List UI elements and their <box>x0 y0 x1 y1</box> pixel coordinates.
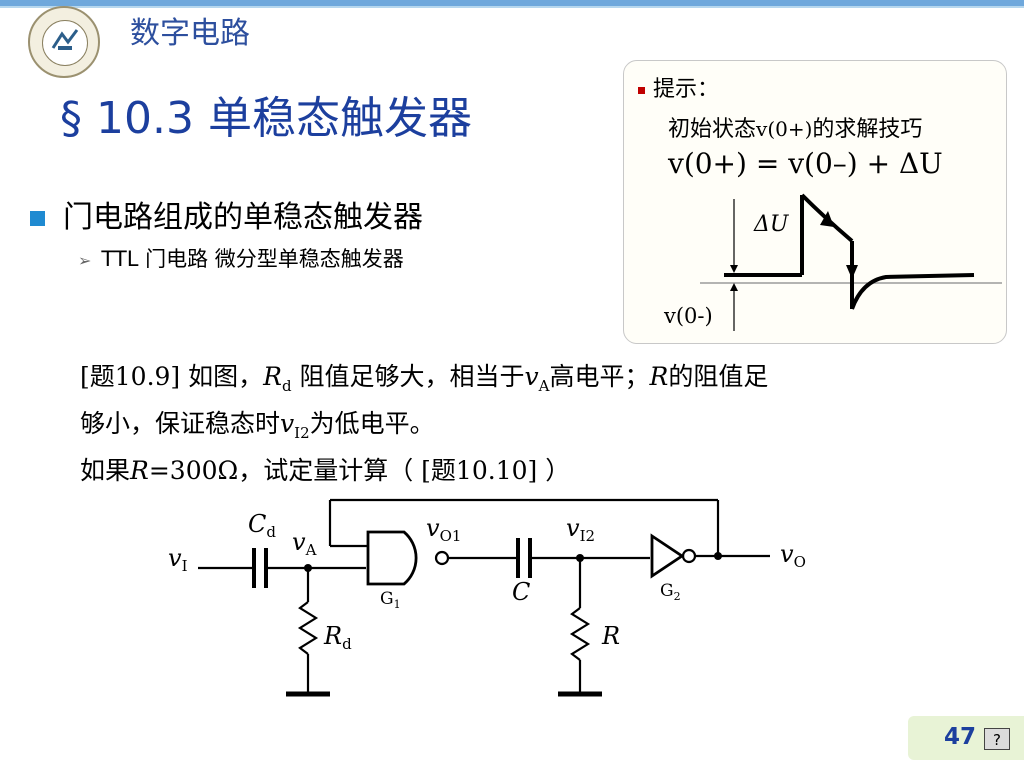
waveform-diagram: ΔU v(0-) <box>663 193 1002 331</box>
problem-line3: 如果R=300Ω，试定量计算（ [题10.10] ） <box>80 456 571 485</box>
label-rd: Rd <box>323 622 352 653</box>
label-vi2: vI2 <box>566 514 595 545</box>
top-line <box>0 6 1024 8</box>
label-vo1: vO1 <box>426 514 461 545</box>
label-vi: vI <box>168 544 188 575</box>
course-name: 数字电路 <box>130 16 250 51</box>
problem-line1: [题10.9] 如图，Rd 阻值足够大，相当于vA高电平；R的阻值足 <box>80 362 769 395</box>
square-bullet-icon <box>30 211 45 226</box>
not-bubble <box>681 548 697 564</box>
problem-text: [题10.9] 如图，Rd 阻值足够大，相当于vA高电平；R的阻值足 够小，保证… <box>80 358 1000 490</box>
hint-formula: v(0+) = v(0–) + ΔU <box>668 147 943 180</box>
label-r: R <box>601 622 620 650</box>
hint-label: 提示： <box>638 71 719 103</box>
label-va: vA <box>292 528 317 559</box>
label-g1: G1 <box>380 589 401 611</box>
arrow-up-icon <box>820 211 834 227</box>
junction-dot <box>714 552 722 560</box>
university-seal-icon <box>51 29 79 50</box>
bullet-level1: 门电路组成的单稳态触发器 <box>30 192 423 236</box>
page-title: § 10.3 单稳态触发器 <box>60 93 472 144</box>
waveform-recover <box>850 273 975 310</box>
marker-arrow-icon <box>730 265 738 273</box>
bullet-text: 门电路组成的单稳态触发器 <box>63 200 423 235</box>
junction-dot <box>576 554 584 562</box>
not-gate-g2 <box>650 533 685 579</box>
junction-dot <box>304 564 312 572</box>
marker-arrow-icon <box>730 283 738 291</box>
v0-label: v(0-) <box>663 304 713 328</box>
nand-bubble <box>434 550 450 566</box>
label-vo: vO <box>780 540 806 571</box>
top-bar <box>0 0 1024 6</box>
hint-box: 提示： 初始状态v(0+)的求解技巧 v(0+) = v(0–) + ΔU ΔU… <box>623 60 1007 344</box>
resistor-r <box>569 607 591 661</box>
logo-inner-ring <box>42 20 88 66</box>
circuit-diagram: vI Cd vA vO1 vI2 vO C Rd R G1 G2 <box>168 498 806 697</box>
arrow-bullet-icon: ➢ <box>78 251 92 270</box>
problem-line2: 够小，保证稳态时vI2为低电平。 <box>80 409 435 442</box>
bullet-level2: ➢ TTL 门电路 微分型单稳态触发器 <box>78 243 404 273</box>
label-c: C <box>512 578 530 606</box>
bullet-text: TTL 门电路 微分型单稳态触发器 <box>101 247 404 271</box>
red-square-bullet-icon <box>638 86 645 94</box>
nand-gate-g1 <box>366 530 418 586</box>
arrow-down-icon <box>846 265 858 279</box>
university-logo <box>28 6 100 78</box>
label-cd: Cd <box>248 510 276 541</box>
resistor-rd <box>297 601 319 655</box>
help-icon[interactable]: ? <box>984 728 1010 750</box>
delta-u-label: ΔU <box>753 212 790 237</box>
page-number: 47 <box>944 724 977 750</box>
hint-subtitle: 初始状态v(0+)的求解技巧 <box>668 117 923 142</box>
label-g2: G2 <box>660 581 681 603</box>
